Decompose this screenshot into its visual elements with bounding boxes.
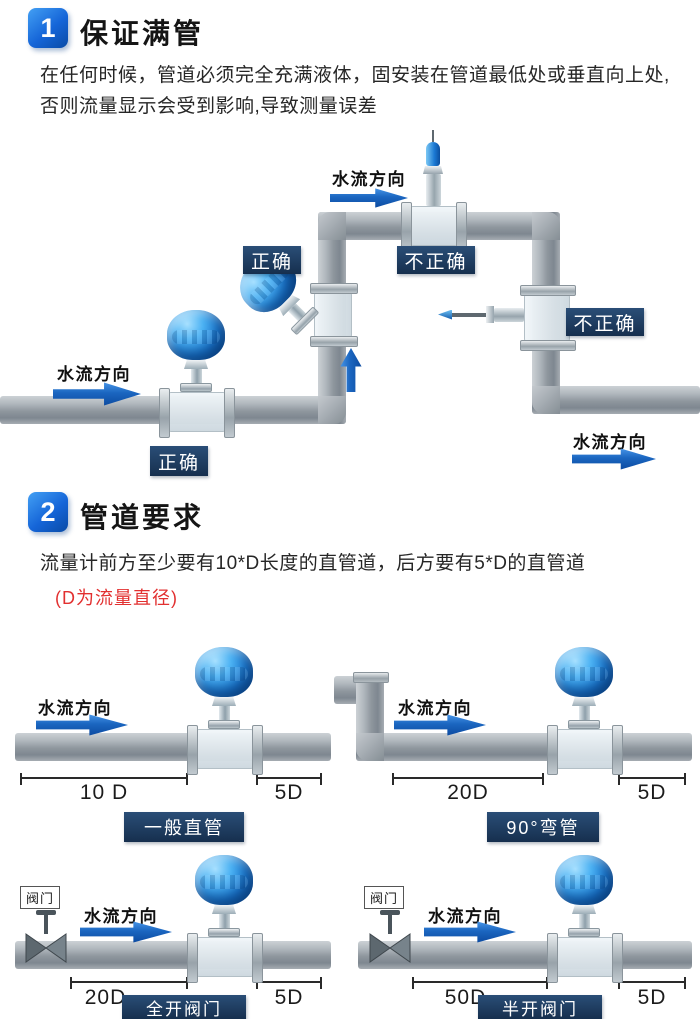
pipe-elbow-b [356, 733, 384, 761]
sensor-nut [572, 697, 596, 706]
dimension-value-a-after: 5D [274, 781, 304, 804]
valve-label-c: 阀门 [20, 886, 61, 909]
probe-rod [452, 312, 486, 317]
probe-body [494, 307, 524, 322]
probe-blue-tip [438, 309, 452, 320]
turbine-sensor-vertical-correct [162, 310, 230, 392]
sensor-nut [572, 905, 596, 914]
sensor-neck [578, 706, 590, 720]
valve-icon-d [369, 910, 411, 963]
section2-note: (D为流量直径) [55, 588, 178, 608]
dimension-line-d-after [618, 977, 686, 989]
valve-icon-c [25, 910, 67, 963]
flow-direction-label-d: 水流方向 [428, 907, 502, 926]
pipe-diagram-d [358, 941, 692, 969]
sensor-nut [212, 905, 236, 914]
section1-title: 保证满管 [80, 18, 205, 49]
dimension-value-a-before: 10 D [79, 781, 129, 804]
flow-direction-label-bottom-right: 水流方向 [573, 433, 647, 452]
valve-label-d: 阀门 [364, 886, 405, 909]
dimension-value-b-before: 20D [447, 781, 489, 804]
dimension-line-b-after [618, 773, 686, 785]
sensor-flange [208, 928, 240, 937]
flow-arrow-top [330, 188, 408, 208]
sensor-nut [184, 360, 208, 369]
dimension-value-c-before: 20D [84, 986, 127, 1009]
probe-hex-nut [423, 166, 443, 174]
pipe-diagram-c [15, 941, 331, 969]
dimension-line-b-before [392, 773, 544, 785]
pipe-bottom-right [532, 386, 700, 414]
flow-direction-label-b: 水流方向 [398, 699, 472, 718]
flowmeter-body-a [187, 725, 263, 775]
sensor-head [167, 310, 225, 360]
flow-direction-label-left: 水流方向 [57, 365, 131, 384]
probe-antenna [432, 130, 434, 142]
flowmeter-body-riser [310, 283, 358, 347]
caption-straight-pipe: 一般直管 [124, 812, 244, 842]
pipe-diagram-a [15, 733, 331, 761]
section2-number-badge: 2 [28, 492, 68, 532]
pipe-diagram-b-horizontal [356, 733, 692, 761]
sensor-head [555, 855, 613, 905]
dimension-line-d-before [412, 977, 548, 989]
probe-hex-nut [486, 306, 494, 323]
dimension-value-c-after: 5D [274, 986, 304, 1009]
sensor-nut [212, 697, 236, 706]
flowmeter-body-d [547, 933, 623, 983]
caption-open-valve: 全开阀门 [122, 995, 246, 1019]
section1-number-badge: 1 [28, 8, 68, 48]
flowmeter-body-bottom-left [159, 388, 235, 438]
probe-body [425, 174, 441, 206]
dimension-line-a-before [20, 773, 188, 785]
sensor-neck [190, 369, 202, 383]
sensor-flange [208, 720, 240, 729]
flowmeter-body-right [520, 285, 576, 351]
section1-paragraph: 在任何时候，管道必须完全充满液体，固安装在管道最低处或垂直向上处,否则流量显示会… [40, 65, 670, 118]
probe-blue-cap [426, 142, 440, 166]
pipe-elbow-top-right [532, 212, 560, 240]
dimension-value-d-after: 5D [637, 986, 667, 1009]
sensor-head [555, 647, 613, 697]
sensor-neck [218, 706, 230, 720]
incorrect-tag-right: 不正确 [566, 308, 644, 336]
sensor-flange [568, 720, 600, 729]
insertion-sensor-top-incorrect [421, 130, 445, 206]
flowmeter-body-top [401, 202, 467, 252]
sensor-neck [578, 914, 590, 928]
pipe-end-flange-b [353, 672, 389, 683]
incorrect-tag-top: 不正确 [397, 246, 475, 274]
turbine-sensor-d [550, 855, 618, 937]
dimension-line-c-before [70, 977, 188, 989]
dimension-value-d-before: 50D [444, 986, 487, 1009]
flow-direction-label-c: 水流方向 [84, 907, 158, 926]
sensor-flange [180, 383, 212, 392]
correct-tag-bottom: 正确 [150, 446, 208, 476]
caption-half-open-valve: 半开阀门 [478, 995, 602, 1019]
flow-direction-label-a: 水流方向 [38, 699, 112, 718]
section2-title: 管道要求 [80, 502, 205, 533]
correct-tag-angled: 正确 [243, 246, 301, 274]
dimension-line-a-after [256, 773, 322, 785]
turbine-sensor-c [190, 855, 258, 937]
flowmeter-body-c [187, 933, 263, 983]
flow-direction-label-top: 水流方向 [332, 170, 406, 189]
pipe-elbow-top-left [318, 212, 346, 240]
dimension-value-b-after: 5D [637, 781, 667, 804]
insertion-sensor-side-incorrect [438, 306, 524, 323]
turbine-sensor-b [550, 647, 618, 729]
sensor-head [195, 855, 253, 905]
caption-elbow-pipe: 90°弯管 [487, 812, 599, 842]
dimension-line-c-after [256, 977, 322, 989]
pipe-elbow-bottom-riser [318, 396, 346, 424]
flowmeter-body-b [547, 725, 623, 775]
pipe-elbow-bottom-right [532, 386, 560, 414]
turbine-sensor-a [190, 647, 258, 729]
sensor-neck [218, 914, 230, 928]
sensor-flange [568, 928, 600, 937]
sensor-head [195, 647, 253, 697]
section2-paragraph: 流量计前方至少要有10*D长度的直管道，后方要有5*D的直管道 [40, 553, 586, 574]
